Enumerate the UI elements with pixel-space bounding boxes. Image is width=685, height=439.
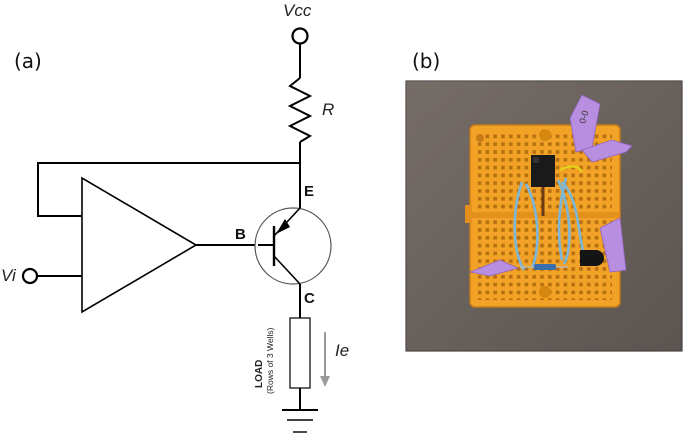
- input-terminal: [21, 267, 39, 285]
- resistor-symbol: [287, 77, 313, 143]
- base-label: B: [235, 226, 246, 243]
- current-arrow-head-icon: [320, 376, 330, 387]
- emitter-arrow-icon: [276, 219, 290, 234]
- load-box: [289, 317, 311, 389]
- collector-label: C: [304, 290, 315, 307]
- panel-b-label: (b): [412, 49, 440, 73]
- vcc-terminal: [291, 27, 309, 45]
- op-amp-symbol: [81, 176, 198, 314]
- svg-text:0-0: 0-0: [577, 109, 590, 124]
- load-sublabel: (Rows of 3 Wells): [265, 327, 275, 394]
- ground-icon: [282, 409, 318, 433]
- breadboard-photo: (b): [405, 49, 683, 352]
- load-label: LOAD: [254, 360, 265, 388]
- emitter-label: E: [304, 183, 314, 200]
- feedback-wire: [37, 162, 300, 217]
- vcc-label: Vcc: [283, 1, 312, 20]
- panel-a-label: (a): [14, 49, 42, 73]
- input-label: Vi: [1, 266, 17, 285]
- resistor-label: R: [322, 100, 334, 119]
- resistor-part: [534, 264, 556, 270]
- current-label: Ie: [335, 341, 349, 360]
- transistor-part: [580, 250, 604, 266]
- circuit-diagram: (a) Vcc R Vi B E C LOAD: [1, 1, 349, 433]
- tape-strips: [468, 94, 633, 277]
